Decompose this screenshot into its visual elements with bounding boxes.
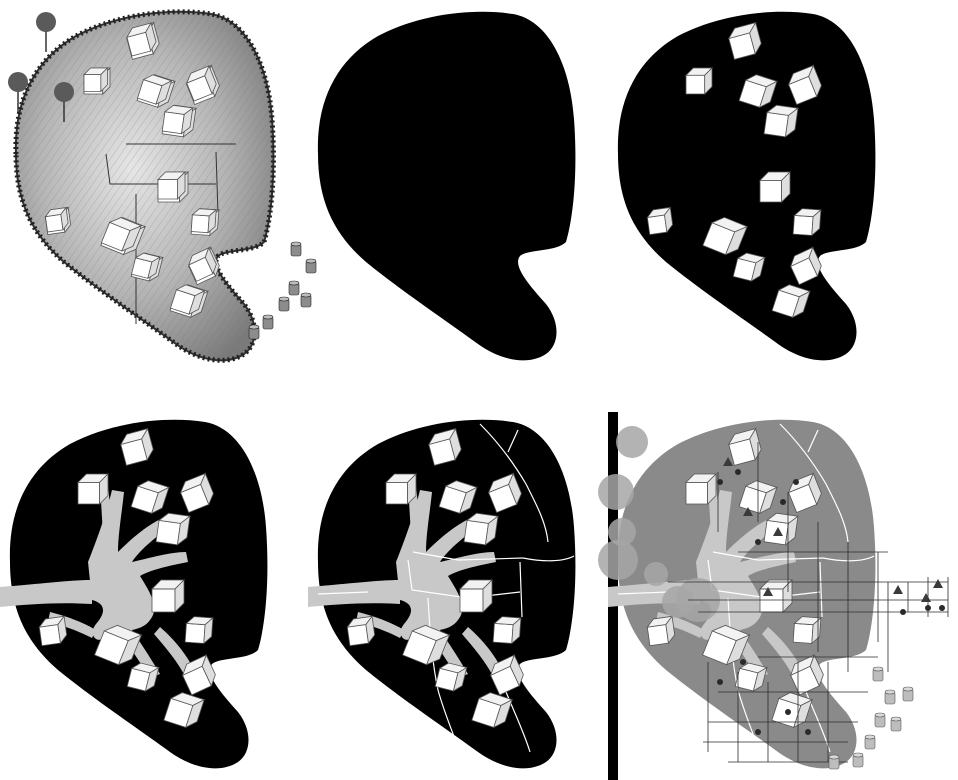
cube-face-front [39, 625, 60, 646]
barrel-top [885, 690, 895, 694]
cube-face-front [78, 482, 100, 504]
cube-face-front [158, 180, 177, 199]
tree-crown [36, 12, 56, 32]
circle-node-icon [939, 605, 945, 611]
barrel-icon [829, 755, 839, 769]
barrel-top [875, 713, 885, 717]
cube-face-front [162, 112, 184, 134]
unit-cube [78, 474, 108, 504]
cube-face-front [386, 482, 408, 504]
triangle-node-icon [893, 585, 903, 594]
cube-face-front [84, 75, 101, 92]
barrel-top [301, 293, 311, 297]
barrel-top [873, 667, 883, 671]
circle-node-icon [740, 659, 746, 665]
cube-face-front [493, 623, 513, 643]
tree-icon [36, 12, 56, 52]
circle-node-icon [717, 479, 723, 485]
circle-node-icon [755, 729, 761, 735]
tree-crown [54, 82, 74, 102]
barrel-icon [279, 297, 289, 311]
cube-face-front [45, 214, 63, 232]
cube-face-front [185, 623, 205, 643]
barrel-icon [301, 293, 311, 307]
barrel-icon [873, 667, 883, 681]
site-hatch [16, 12, 274, 361]
panel-site-drawing [8, 12, 316, 361]
barrel-icon [853, 753, 863, 767]
panel-site-mass [318, 12, 576, 361]
barrel-icon [291, 242, 301, 256]
barrel-top [903, 687, 913, 691]
unit-cube [84, 68, 107, 91]
cube-face-front [686, 75, 705, 94]
circle-node-icon [717, 679, 723, 685]
circle-node-icon [925, 605, 931, 611]
barrel-icon [263, 315, 273, 329]
panel-boundaries [308, 420, 575, 769]
cube-face-front [191, 215, 209, 233]
circle-node-icon [598, 540, 638, 580]
circle-node-icon [805, 729, 811, 735]
circle-node-icon [900, 609, 906, 615]
circle-node-icon [780, 499, 786, 505]
cube-face-front [647, 625, 668, 646]
cube-face-front [686, 482, 708, 504]
cube-face-front [793, 215, 813, 235]
cube-face-front [764, 112, 788, 136]
barrel-top [306, 259, 316, 263]
circle-node-icon [616, 426, 648, 458]
barrel-top [853, 753, 863, 757]
barrel-icon [289, 281, 299, 295]
site-mass [618, 12, 876, 361]
unit-cube [152, 580, 184, 612]
barrel-top [249, 325, 259, 329]
panel-network-overlay [598, 412, 948, 780]
cube-face-front [152, 589, 175, 612]
barrel-icon [903, 687, 913, 701]
tree-crown [8, 72, 28, 92]
unit-cube [760, 172, 790, 202]
triangle-node-icon [933, 579, 943, 588]
circle-node-icon [785, 709, 791, 715]
barrel-top [263, 315, 273, 319]
cube-face-front [156, 520, 180, 544]
barrel-top [891, 717, 901, 721]
unit-cube [460, 580, 492, 612]
cube-face-front [460, 589, 483, 612]
panel-units [618, 12, 876, 361]
site-mass [318, 12, 576, 361]
circle-node-icon [662, 586, 694, 618]
barrel-icon [885, 690, 895, 704]
triangle-node-icon [921, 593, 931, 602]
cube-face-front [647, 215, 667, 235]
cube-face-front [760, 180, 782, 202]
circle-node-icon [793, 479, 799, 485]
barrel-icon [891, 717, 901, 731]
barrel-top [289, 281, 299, 285]
barrel-icon [249, 325, 259, 339]
circle-node-icon [755, 539, 761, 545]
barrel-icon [865, 735, 875, 749]
barrel-top [291, 242, 301, 246]
circle-node-icon [644, 562, 668, 586]
circle-node-icon [735, 469, 741, 475]
barrel-top [829, 755, 839, 759]
unit-cube [386, 474, 416, 504]
unit-cube [686, 474, 716, 504]
panel-circulation [0, 420, 267, 769]
barrel-icon [306, 259, 316, 273]
barrel-top [865, 735, 875, 739]
cube-face-front [347, 625, 368, 646]
cube-face-front [760, 589, 783, 612]
unit-cube [686, 68, 712, 94]
unit-cube [158, 172, 185, 199]
cube-face-front [464, 520, 488, 544]
barrel-icon [875, 713, 885, 727]
circle-node-icon [598, 474, 634, 510]
cube-face-front [793, 623, 813, 643]
barrel-top [279, 297, 289, 301]
